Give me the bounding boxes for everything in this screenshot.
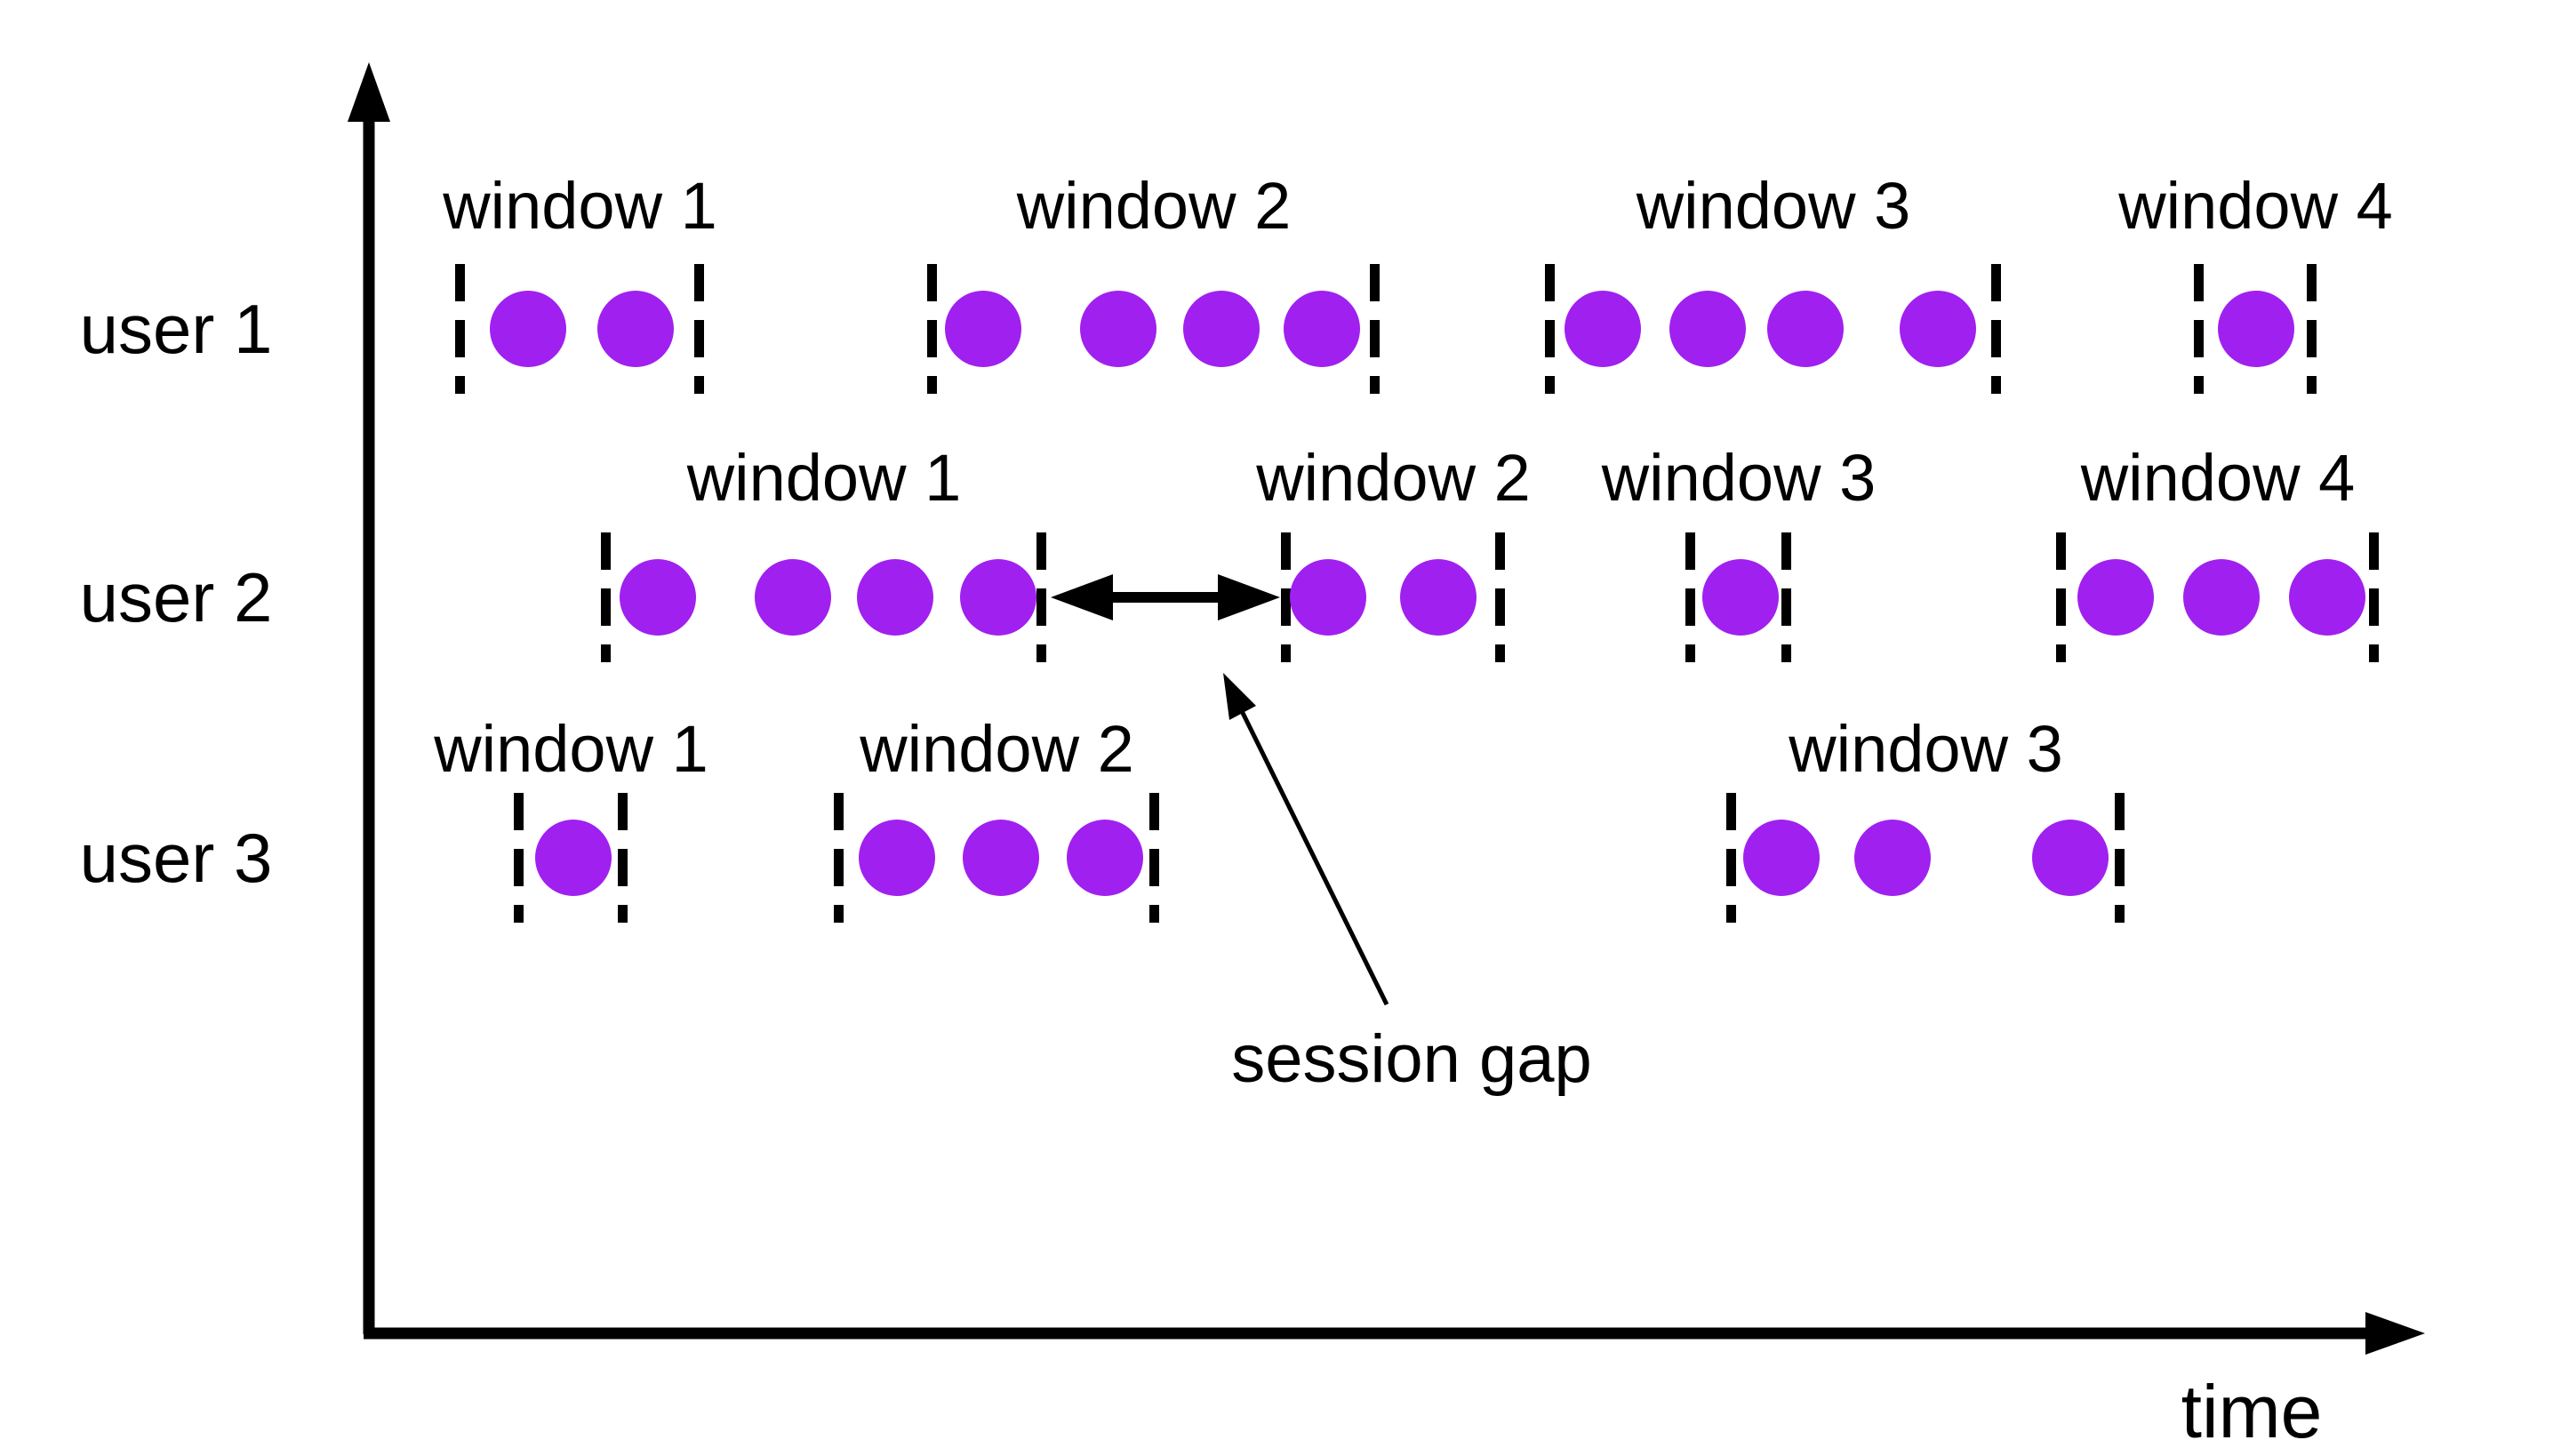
session-dot	[535, 820, 612, 896]
window-label: window 3	[1601, 441, 1877, 515]
window-boundary-dash-end	[2307, 264, 2317, 394]
session-dot	[2218, 291, 2294, 367]
window-boundary-dash-end	[2115, 793, 2125, 923]
session-gap-double-arrow-right-head	[1218, 574, 1280, 620]
window-boundary-dash-end	[618, 793, 628, 923]
window-boundary-dash-end	[1370, 264, 1380, 394]
window-boundary-dash-start	[834, 793, 844, 923]
user-row-label: user 3	[79, 819, 273, 897]
session-dot	[1400, 559, 1477, 636]
session-dot	[1067, 820, 1143, 896]
window-label: window 1	[686, 441, 962, 515]
user-row-label: user 1	[79, 290, 273, 368]
window-boundary-dash-start	[514, 793, 524, 923]
session-gap-annotation-arrowhead	[1223, 673, 1256, 720]
window-label: window 2	[860, 712, 1134, 786]
window-boundary-dash-end	[1991, 264, 2001, 394]
window-label: window 4	[2118, 169, 2393, 243]
window-boundary-dash-start	[1545, 264, 1555, 394]
session-dot	[857, 559, 933, 636]
session-dot	[1290, 559, 1366, 636]
session-dot	[1565, 291, 1641, 367]
session-dot	[2077, 559, 2154, 636]
window-label: window 1	[443, 169, 717, 243]
session-dot	[597, 291, 674, 367]
window-label: window 4	[2080, 441, 2356, 515]
window-label: window 2	[1016, 169, 1292, 243]
window-boundary-dash-end	[1495, 532, 1505, 662]
window-boundary-dash-start	[2194, 264, 2204, 394]
session-dot	[1702, 559, 1779, 636]
session-dot	[2289, 559, 2365, 636]
session-gap-label: session gap	[1231, 1021, 1592, 1097]
x-axis-arrowhead	[2365, 1312, 2425, 1355]
session-dot	[620, 559, 696, 636]
session-dot	[2032, 820, 2109, 896]
window-boundary-dash-end	[1036, 532, 1046, 662]
window-boundary-dash-start	[455, 264, 465, 394]
session-dot	[963, 820, 1039, 896]
window-boundary-dash-start	[601, 532, 611, 662]
window-label: window 1	[434, 712, 708, 786]
session-dot	[1284, 291, 1360, 367]
window-boundary-dash-start	[1281, 532, 1291, 662]
session-dot	[960, 559, 1036, 636]
window-boundary-dash-end	[2369, 532, 2379, 662]
window-boundary-dash-start	[927, 264, 937, 394]
session-dot	[755, 559, 831, 636]
session-dot	[2183, 559, 2260, 636]
window-label: window 2	[1256, 441, 1531, 515]
session-dot	[945, 291, 1021, 367]
window-boundary-dash-start	[1685, 532, 1695, 662]
window-boundary-dash-start	[2056, 532, 2066, 662]
session-dot	[859, 820, 935, 896]
user-row-label: user 2	[79, 558, 273, 636]
session-dot	[1669, 291, 1746, 367]
y-axis-arrowhead	[348, 62, 390, 122]
window-boundary-dash-start	[1726, 793, 1736, 923]
window-boundary-dash-end	[1781, 532, 1791, 662]
session-gap-annotation-line	[1239, 709, 1389, 1006]
session-dot	[1743, 820, 1820, 896]
session-gap-double-arrow-left-head	[1051, 574, 1113, 620]
session-dot	[1080, 291, 1156, 367]
window-label: window 3	[1636, 169, 1911, 243]
session-dot	[1767, 291, 1844, 367]
window-boundary-dash-end	[1149, 793, 1159, 923]
x-axis-label: time	[2181, 1370, 2323, 1453]
session-dot	[1854, 820, 1931, 896]
session-dot	[1900, 291, 1976, 367]
session-dot	[490, 291, 566, 367]
window-boundary-dash-end	[694, 264, 704, 394]
session-dot	[1183, 291, 1260, 367]
window-label: window 3	[1789, 712, 2063, 786]
